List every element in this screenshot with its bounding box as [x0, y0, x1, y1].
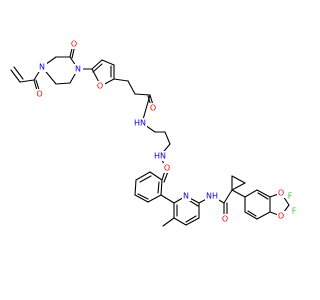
atom-n-pip1: N [39, 63, 45, 72]
atom-o-amide2: O [164, 164, 170, 173]
atom-o-amide1: O [150, 104, 156, 113]
acryloyl-group [10, 66, 43, 95]
pyridine-ring [160, 194, 200, 227]
atom-n-amide1: HN [134, 119, 146, 128]
atom-n-pip2: N [75, 65, 81, 74]
molecule-canvas: O N N O O O HN HN O N NH O O O F F [10, 39, 297, 227]
atom-n-amide2: HN [154, 152, 166, 161]
linker-chain [113, 78, 171, 183]
structure-drawing: O N N O O O HN HN O N NH O O O F F [10, 39, 297, 227]
atom-labels: O N N O O O HN HN O N NH O O O F F [35, 39, 297, 224]
atom-n-pyr: N [183, 192, 189, 201]
atom-n-amide3: NH [206, 192, 218, 201]
atom-f-2: F [292, 207, 297, 216]
atom-o-furan: O [97, 82, 103, 91]
atom-o-diox2: O [278, 212, 284, 221]
atom-f-1: F [288, 192, 293, 201]
atom-o-acryl: O [36, 90, 42, 99]
atom-o-diox1: O [278, 189, 284, 198]
benzene-ring [134, 171, 163, 203]
piperazinone-ring [41, 43, 79, 85]
atom-o-pip: O [71, 40, 77, 49]
atom-o-amide3: O [222, 215, 228, 224]
